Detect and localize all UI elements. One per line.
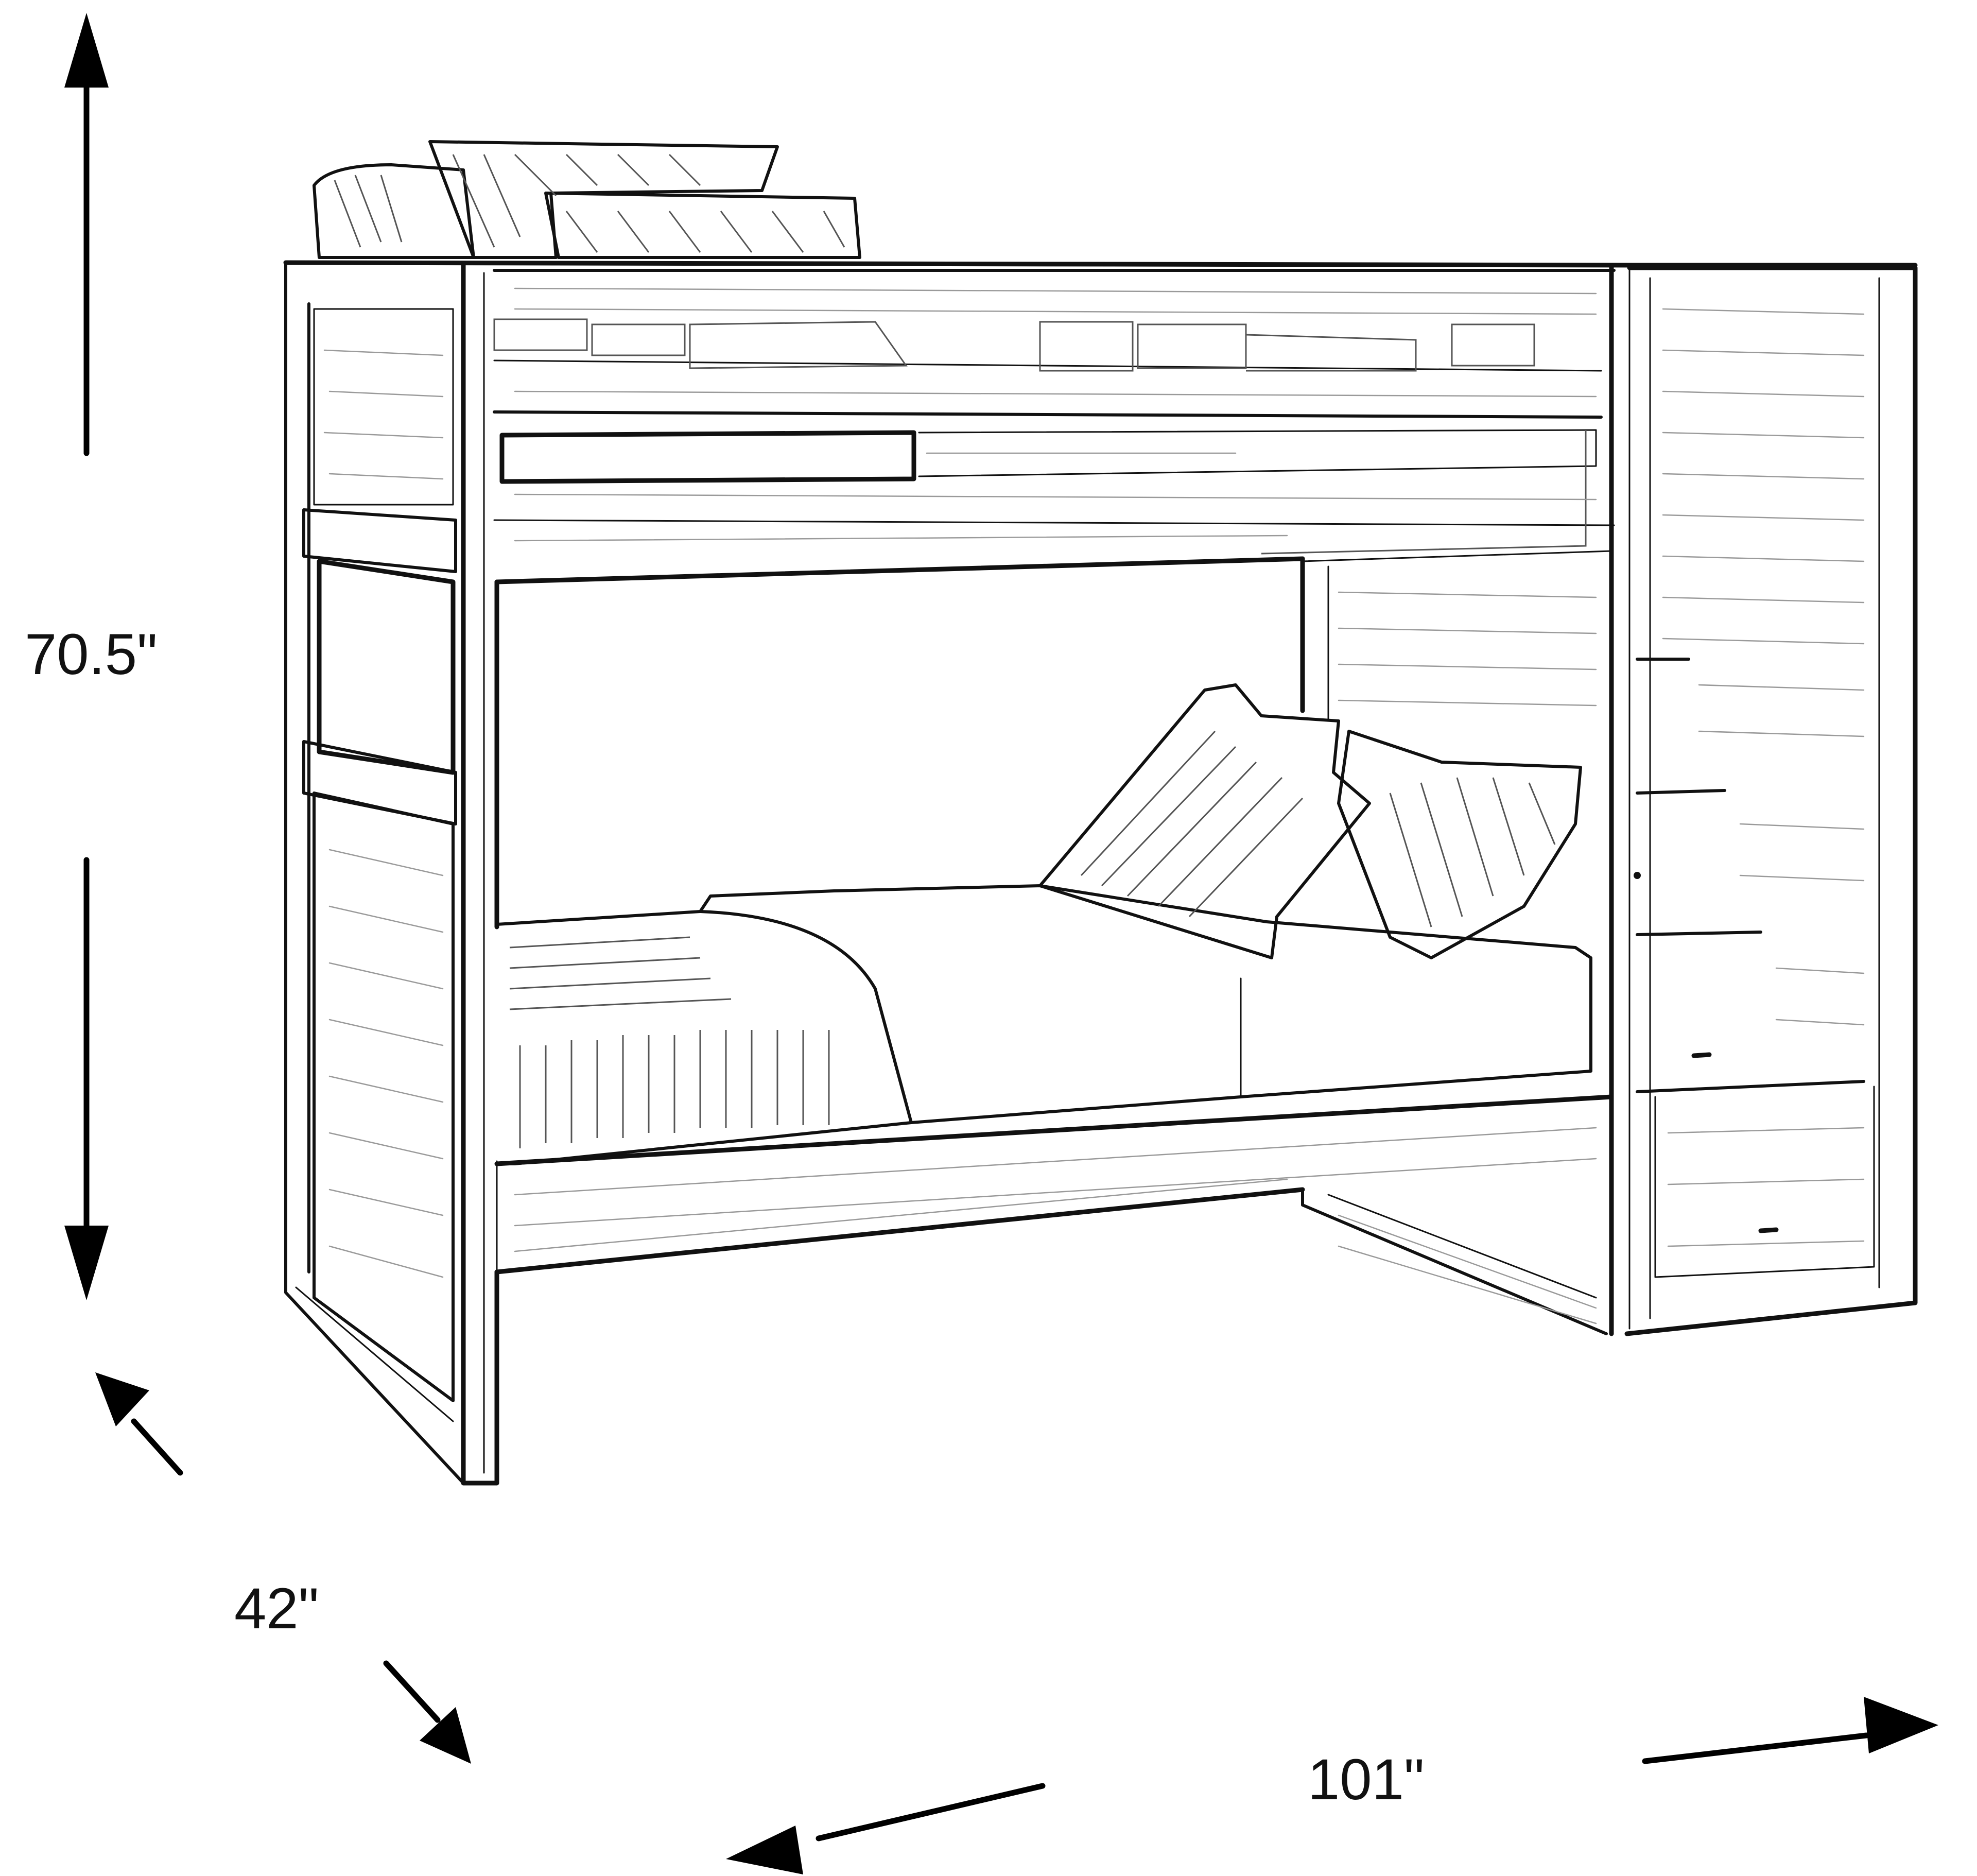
height-dimension-arrow — [64, 13, 109, 1300]
step-3 — [1636, 931, 1762, 936]
drawer-handle-icon — [1758, 1227, 1779, 1233]
front-left-post — [461, 263, 499, 1486]
arrow-down-icon — [64, 1226, 109, 1300]
headboard-grain — [1338, 591, 1597, 1324]
left-end-panel — [284, 261, 465, 1485]
depth-dimension-label: 42" — [234, 1576, 319, 1641]
arrow-up-icon — [64, 13, 109, 88]
step-4 — [1636, 1080, 1865, 1093]
arrow-right-icon — [1864, 1697, 1938, 1753]
arrow-up-left-icon — [95, 1372, 149, 1426]
bottom-bunk-pillows — [1038, 683, 1582, 959]
arrow-down-right-icon — [420, 1707, 471, 1764]
bottom-bunk-mattress — [495, 884, 1592, 1165]
drawer-handle-icon — [1691, 1052, 1712, 1058]
width-dimension-arrow — [726, 1697, 1938, 1874]
side-rail-grain — [514, 1127, 1597, 1252]
lower-pillow-pattern — [1080, 730, 1556, 927]
top-bunk-pillows — [313, 140, 861, 259]
arrow-left-icon — [726, 1826, 803, 1874]
blanket-stripes — [509, 936, 830, 1148]
lower-bunk-frame — [494, 550, 1614, 1335]
height-dimension-label: 70.5" — [25, 622, 158, 686]
left-panel-grain — [323, 349, 444, 1278]
top-shelf-items — [493, 318, 1587, 555]
front-right-post — [1609, 263, 1631, 1336]
top-rail — [283, 260, 1918, 268]
guardrail-grain — [514, 287, 1597, 542]
step-2 — [1636, 789, 1726, 795]
width-dimension-label: 101" — [1308, 1747, 1425, 1812]
bunk-bed — [283, 140, 1918, 1486]
pillow-pattern — [334, 153, 845, 253]
staircase-grain — [1662, 308, 1865, 1247]
depth-dimension-arrow — [95, 1372, 471, 1764]
staircase-chest — [1624, 265, 1918, 1336]
top-bunk-guardrail — [493, 269, 1616, 584]
